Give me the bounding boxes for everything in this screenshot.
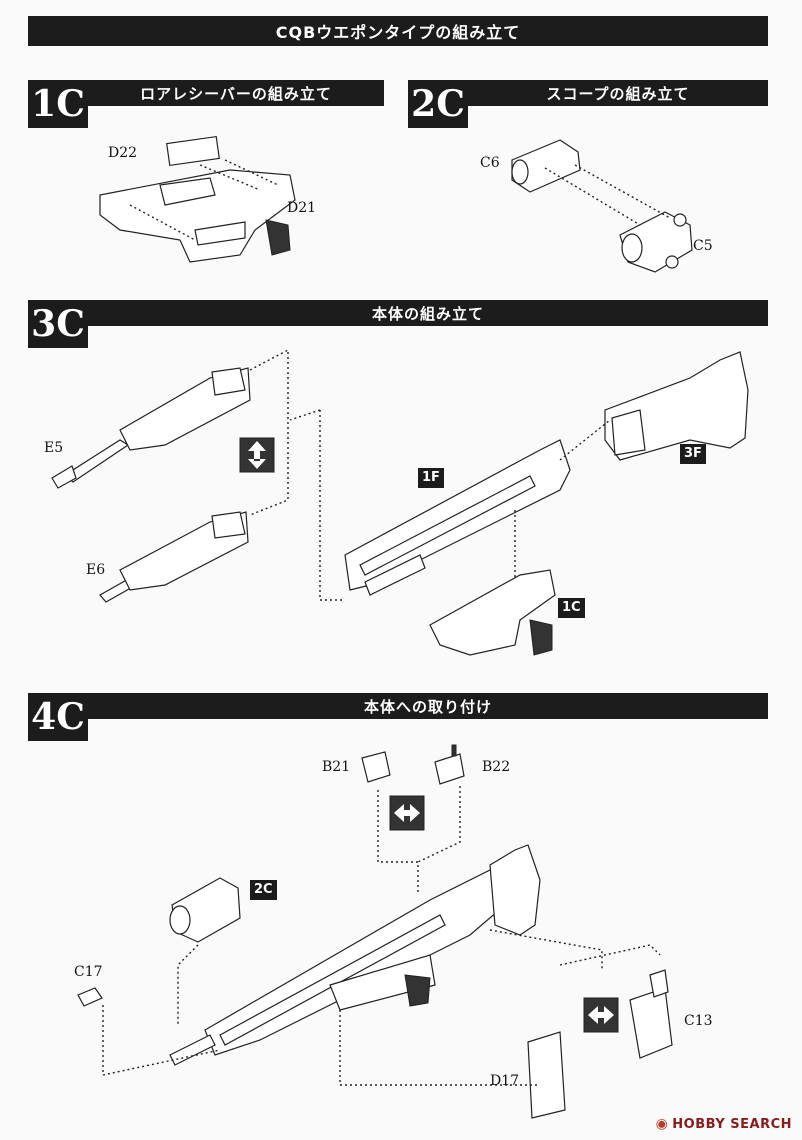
step-1c-title-bar: ロアレシーバーの組み立て <box>88 80 384 106</box>
main-title-bar: CQBウエポンタイプの組み立て <box>28 16 768 46</box>
step-3c-title: 本体の組み立て <box>371 304 484 323</box>
hobby-search-logo-icon: ◉ <box>655 1116 669 1132</box>
tag-1c: 1C <box>558 598 585 618</box>
main-title: CQBウエポンタイプの組み立て <box>275 23 521 42</box>
label-d22: D22 <box>108 145 138 161</box>
rifle-grip-shape <box>404 974 431 1007</box>
label-d21: D21 <box>287 200 317 216</box>
step-3c-title-bar: 本体の組み立て <box>88 300 768 326</box>
body-assembly-illustration <box>51 348 749 656</box>
watermark: ◉ HOBBY SEARCH <box>656 1116 792 1132</box>
step-number-1c: 1C <box>28 80 88 128</box>
step-2c-title-bar: スコープの組み立て <box>468 80 768 106</box>
step-4c-title: 本体への取り付け <box>363 697 492 716</box>
label-c6: C6 <box>480 155 500 171</box>
label-c13: C13 <box>684 1013 713 1029</box>
step-2c-title: スコープの組み立て <box>546 84 690 103</box>
rifle-assembly-illustration <box>77 744 673 1119</box>
lower-grip-shape <box>529 619 553 656</box>
tag-2c: 2C <box>250 880 277 900</box>
step-number-3c: 3C <box>28 300 88 348</box>
lower-receiver-illustration <box>99 135 296 263</box>
tag-3f: 3F <box>680 444 706 464</box>
scope-illustration <box>511 139 693 273</box>
part-d21-grip-shape <box>265 219 291 256</box>
step-number-2c: 2C <box>408 80 468 128</box>
label-d17: D17 <box>490 1073 520 1089</box>
part-d22-shape <box>166 135 220 167</box>
label-c17: C17 <box>74 964 103 980</box>
tag-1f: 1F <box>418 468 444 488</box>
label-e5: E5 <box>44 440 64 456</box>
label-b22: B22 <box>482 759 511 775</box>
step-number-4c: 4C <box>28 693 88 741</box>
step-4c-title-bar: 本体への取り付け <box>88 693 768 719</box>
label-b21: B21 <box>322 759 351 775</box>
label-e6: E6 <box>86 562 106 578</box>
step-1c-title: ロアレシーバーの組み立て <box>140 84 332 103</box>
watermark-text: HOBBY SEARCH <box>672 1116 792 1132</box>
label-c5: C5 <box>693 238 713 254</box>
